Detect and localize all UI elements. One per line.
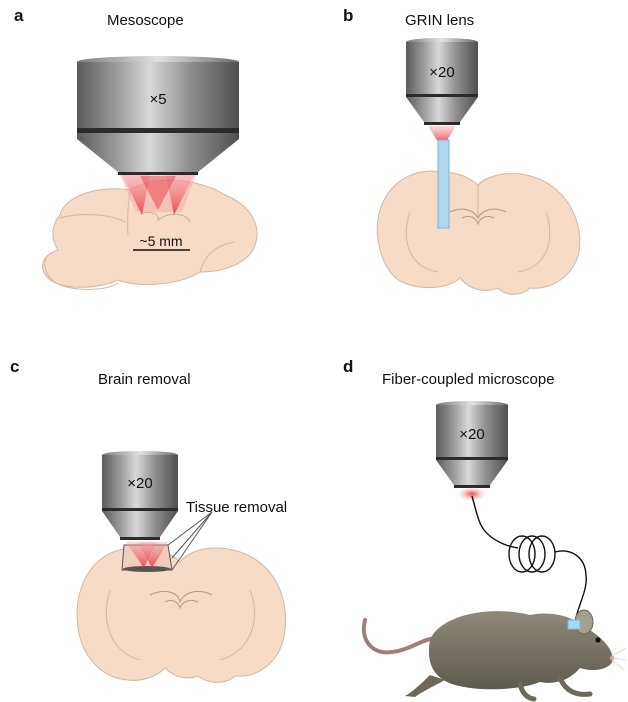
panel-title-d: Fiber-coupled microscope (382, 371, 555, 388)
objective-magnification: ×20 (429, 64, 454, 81)
scale-bar-label: ~5 mm (139, 233, 182, 249)
laser-beams (120, 175, 196, 215)
panel-a-illustration: ~5 mm ×5 (42, 56, 258, 290)
coronal-brain-illustration (76, 547, 287, 683)
grin-objective (406, 38, 478, 125)
objective-magnification: ×20 (459, 426, 484, 443)
panel-d-illustration: ×20 (361, 401, 628, 702)
panel-label-a: a (14, 6, 24, 25)
fiber-objective (436, 401, 508, 488)
laser-focus (458, 487, 486, 501)
tissue-removal-block (121, 542, 173, 572)
head-mount (567, 619, 581, 630)
panel-title-a: Mesoscope (107, 12, 184, 29)
objective-magnification: ×20 (127, 475, 152, 492)
optical-fiber (471, 495, 587, 623)
panel-b-illustration: ×20 (376, 38, 581, 295)
tissue-removal-label: Tissue removal (186, 499, 287, 516)
brain-removal-objective (102, 451, 178, 540)
panel-title-c: Brain removal (98, 371, 191, 388)
side-brain-illustration (42, 179, 258, 290)
panel-label-b: b (343, 6, 354, 25)
panel-title-b: GRIN lens (405, 12, 475, 29)
panel-label-d: d (343, 357, 354, 376)
panel-c-illustration: ×20 Tissue removal (76, 451, 287, 683)
grin-lens (437, 139, 450, 229)
mouse-illustration (361, 609, 628, 702)
objective-magnification: ×5 (149, 91, 166, 108)
coronal-brain-illustration (376, 170, 581, 295)
laser-focus (428, 126, 456, 142)
mesoscope-objective (77, 56, 239, 175)
annotation-leader-lines (167, 511, 213, 571)
panel-label-c: c (10, 357, 20, 376)
